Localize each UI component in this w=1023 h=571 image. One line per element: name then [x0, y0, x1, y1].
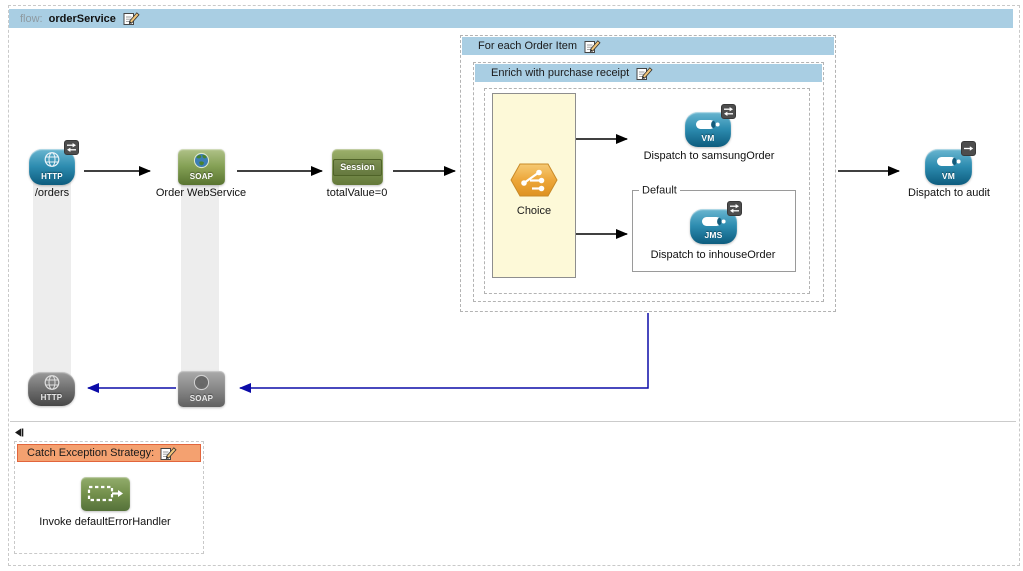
collapse-exception-pane-button[interactable]	[13, 425, 25, 443]
edit-icon[interactable]	[123, 11, 140, 26]
soap-response-component[interactable]: SOAP	[178, 371, 225, 407]
queue-cylinder-icon	[696, 120, 720, 129]
soap-icon-text: SOAP	[189, 394, 214, 403]
flow-header[interactable]: flow: orderService	[9, 9, 1013, 28]
session-variable-component[interactable]: Session	[332, 149, 383, 185]
foreach-header[interactable]: For each Order Item	[462, 37, 834, 55]
enrich-scope: Enrich with purchase receipt	[473, 62, 824, 302]
edit-icon[interactable]	[584, 39, 601, 54]
vm-icon-text: VM	[941, 170, 956, 181]
invoke-error-handler-label: Invoke defaultErrorHandler	[39, 516, 171, 528]
soap-component[interactable]: SOAP	[178, 149, 225, 185]
queue-cylinder-icon	[701, 217, 726, 226]
enrich-title: Enrich with purchase receipt	[491, 67, 630, 79]
flow-keyword: flow:	[20, 12, 43, 25]
soap-message-track	[181, 168, 219, 394]
jms-inhouse-label: Dispatch to inhouseOrder	[650, 249, 776, 261]
invoke-error-handler-component[interactable]	[81, 477, 130, 511]
http-message-track	[33, 168, 71, 394]
session-icon-text: Session	[333, 158, 382, 176]
foreach-title: For each Order Item	[478, 40, 578, 52]
queue-cylinder-icon	[936, 157, 961, 166]
flow-reference-icon	[87, 485, 123, 502]
edit-icon[interactable]	[160, 446, 177, 461]
foreach-scope: For each Order Item	[460, 35, 836, 312]
vm-samsung-label: Dispatch to samsungOrder	[643, 150, 775, 162]
choice-label: Choice	[516, 205, 552, 217]
collapse-left-icon	[15, 428, 24, 437]
soap-icon-text: SOAP	[189, 172, 214, 181]
vm-audit-label: Dispatch to audit	[908, 187, 990, 199]
vm-icon-text: VM	[701, 132, 715, 143]
earth-globe-icon	[193, 374, 210, 391]
catch-exception-header[interactable]: Catch Exception Strategy:	[17, 444, 201, 462]
default-route-group: Default	[632, 184, 796, 272]
http-icon-text: HTTP	[41, 172, 63, 181]
flow-name: orderService	[48, 12, 116, 25]
two-way-exchange-badge	[64, 140, 79, 155]
exception-pane-separator	[10, 421, 1016, 422]
enrich-body	[484, 88, 810, 294]
wireframe-globe-icon	[44, 152, 60, 167]
choice-branch-icon	[510, 163, 558, 197]
choice-router[interactable]: Choice	[492, 93, 576, 278]
catch-exception-title: Catch Exception Strategy:	[27, 447, 155, 459]
http-inbound-endpoint[interactable]: HTTP	[29, 149, 75, 185]
two-way-exchange-badge	[721, 104, 736, 119]
edit-icon[interactable]	[636, 66, 653, 81]
catch-exception-strategy: Catch Exception Strategy:	[14, 441, 204, 554]
soap-component-label: Order WebService	[155, 187, 247, 199]
earth-globe-icon	[193, 152, 210, 169]
one-way-badge	[961, 141, 976, 156]
default-route-label: Default	[639, 184, 680, 197]
jms-icon-text: JMS	[704, 229, 723, 240]
wireframe-globe-icon	[44, 375, 59, 390]
two-way-exchange-badge	[727, 201, 742, 216]
http-endpoint-label: /orders	[34, 187, 70, 199]
http-icon-text: HTTP	[40, 393, 63, 402]
enrich-header[interactable]: Enrich with purchase receipt	[475, 64, 822, 82]
session-variable-label: totalValue=0	[326, 187, 388, 199]
http-response-endpoint[interactable]: HTTP	[28, 372, 75, 406]
